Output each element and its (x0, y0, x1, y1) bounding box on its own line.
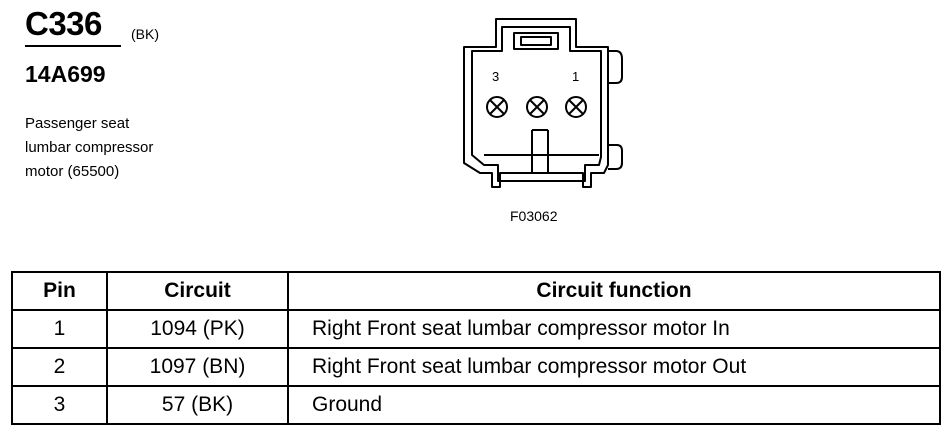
cell-pin: 2 (11, 347, 108, 387)
connector-id: C336 (25, 5, 102, 42)
description-line: lumbar compressor (25, 139, 154, 156)
table-row: 2 1097 (BN) Right Front seat lumbar comp… (11, 347, 941, 387)
description-line: motor (65500) (25, 163, 120, 180)
table-row: 3 57 (BK) Ground (11, 385, 941, 425)
pin-label-1: 1 (572, 69, 579, 84)
header-pin: Pin (11, 271, 108, 311)
part-number: 14A699 (25, 61, 106, 87)
pin-label-3: 3 (492, 69, 499, 84)
description-line: Passenger seat (25, 115, 130, 132)
header-circuit-function: Circuit function (287, 271, 941, 311)
cell-circuit: 57 (BK) (106, 385, 289, 425)
cell-function: Right Front seat lumbar compressor motor… (287, 309, 941, 349)
cell-function: Ground (287, 385, 941, 425)
connector-face-drawing: 3 1 (463, 18, 623, 188)
cell-pin: 1 (11, 309, 108, 349)
cell-circuit: 1094 (PK) (106, 309, 289, 349)
table-header-row: Pin Circuit Circuit function (11, 271, 941, 311)
connector-color: (BK) (131, 26, 159, 42)
cell-pin: 3 (11, 385, 108, 425)
connector-description: Passenger seat lumbar compressor motor (… (25, 112, 153, 184)
table-row: 1 1094 (PK) Right Front seat lumbar comp… (11, 309, 941, 349)
figure-code: F03062 (510, 208, 558, 224)
connector-id-underline (25, 45, 121, 47)
cell-circuit: 1097 (BN) (106, 347, 289, 387)
pin-cavity-marks (489, 99, 584, 115)
pinout-table: Pin Circuit Circuit function 1 1094 (PK)… (11, 271, 941, 425)
cell-function: Right Front seat lumbar compressor motor… (287, 347, 941, 387)
connector-housing (463, 18, 623, 188)
header-circuit: Circuit (106, 271, 289, 311)
